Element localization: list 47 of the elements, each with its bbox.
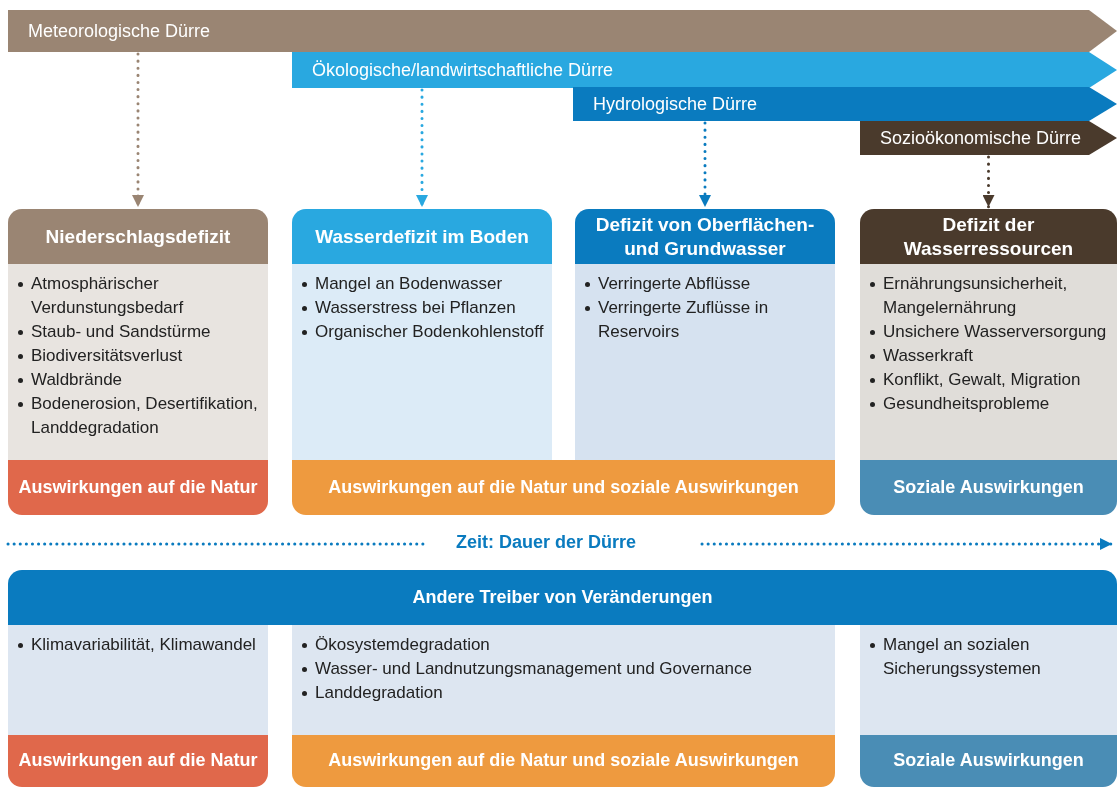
bullet-item: Konflikt, Gewalt, Migration: [870, 368, 1109, 392]
card-heading: Defizit von Oberflächen- und Grundwasser: [575, 209, 835, 264]
drought-banner: Hydrologische Dürre: [573, 87, 1117, 121]
dotted-arrow: [416, 88, 428, 209]
bullet-item: Ökosystemdegradation: [302, 633, 827, 657]
header-bar: Andere Treiber von Veränderungen: [8, 570, 1117, 625]
card-heading: Niederschlagsdefizit: [8, 209, 268, 264]
card-heading: Defizit der Wasserressourcen: [860, 209, 1117, 264]
info-card: [8, 625, 268, 735]
info-card: [8, 209, 268, 460]
bullet-item: Biodiversitätsverlust: [18, 344, 260, 368]
dotted-arrow: [132, 52, 144, 209]
bullet-item: Gesundheitsprobleme: [870, 392, 1109, 416]
bullet-item: Mangel an Bodenwasser: [302, 272, 544, 296]
bullet-item: Mangel an sozialen Sicherungssystemen: [870, 633, 1109, 681]
impact-bar: Auswirkungen auf die Natur und soziale Auswirkungen: [292, 460, 835, 515]
bullet-item: Wasser- und Landnutzungsmanagement und Governance: [302, 657, 827, 681]
bullet-item: Unsichere Wasserversorgung: [870, 320, 1109, 344]
bullet-item: Bodenerosion, Desertifikation, Landdegradation: [18, 392, 260, 440]
bullet-item: Landdegradation: [302, 681, 827, 705]
bullet-item: Ernährungsunsicherheit, Mangelernährung: [870, 272, 1109, 320]
impact-bar: Soziale Auswirkungen: [860, 460, 1117, 515]
bullet-item: Klimavariabilität, Klimawandel: [18, 633, 260, 657]
dotted-arrow: [699, 121, 711, 209]
impact-bar: Auswirkungen auf die Natur und soziale Auswirkungen: [292, 735, 835, 787]
card-heading: Wasserdefizit im Boden: [292, 209, 552, 264]
dotted-arrow: [982, 155, 995, 209]
drought-banner: Ökologische/landwirtschaftliche Dürre: [292, 52, 1117, 88]
impact-bar: Auswirkungen auf die Natur: [8, 735, 268, 787]
bullet-item: Wasserstress bei Pflanzen: [302, 296, 544, 320]
bullet-item: Staub- und Sandstürme: [18, 320, 260, 344]
timeline-label: Zeit: Dauer der Dürre: [456, 532, 637, 553]
bullet-item: Atmosphärischer Verdunstungsbedarf: [18, 272, 260, 320]
impact-bar: Auswirkungen auf die Natur: [8, 460, 268, 515]
drought-banner: Meteorologische Dürre: [8, 10, 1117, 52]
info-card: [292, 625, 835, 735]
bullet-item: Organischer Bodenkohlenstoff: [302, 320, 544, 344]
impact-bar: Soziale Auswirkungen: [860, 735, 1117, 787]
drought-banner: Sozioökonomische Dürre: [860, 121, 1117, 155]
info-card: [575, 209, 835, 460]
info-card: [292, 209, 552, 460]
bullet-item: Verringerte Abflüsse: [585, 272, 827, 296]
info-card: [860, 625, 1117, 735]
bullet-item: Verringerte Zuflüsse in Reservoirs: [585, 296, 827, 344]
bullet-item: Wasserkraft: [870, 344, 1109, 368]
info-card: [860, 209, 1117, 460]
bullet-item: Waldbrände: [18, 368, 260, 392]
